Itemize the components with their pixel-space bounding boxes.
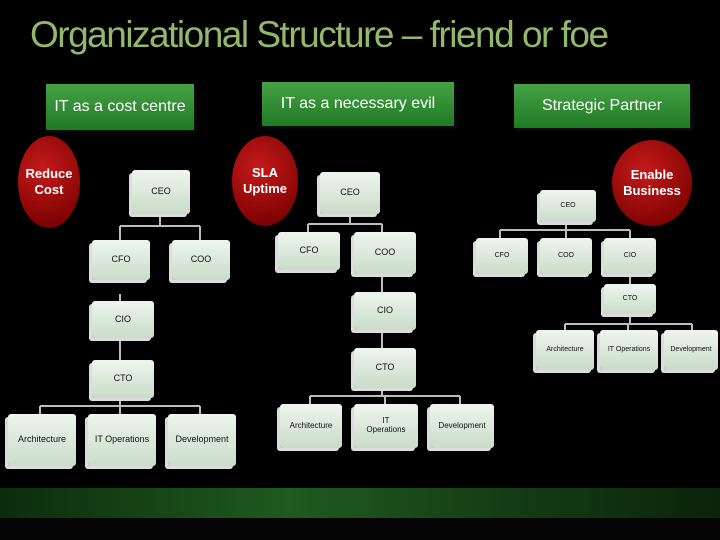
middle-cfo-box: CFO [278,232,340,270]
left-it-operations-box: IT Operations [88,414,156,466]
middle-it-operations-box: IT Operations [354,404,418,448]
middle-coo-box: COO [354,232,416,274]
left-cio-box: CIO [92,301,154,338]
middle-cio-label: CIO [376,305,393,316]
right-ceo-label: CEO [560,202,576,210]
right-architecture-box: Architecture [536,330,594,370]
middle-cfo-label: CFO [299,245,319,256]
left-ceo-box: CEO [132,170,190,214]
left-architecture-label: Architecture [17,434,67,445]
left-coo-box: COO [172,240,230,280]
banner-necessary-evil-label: IT as a necessary evil [280,95,436,113]
middle-architecture-label: Architecture [289,420,333,430]
right-cto-box: CTO [604,284,656,314]
middle-architecture-box: Architecture [280,404,342,448]
middle-it-operations-label: IT Operations [366,416,406,434]
left-cto-label: CTO [113,373,133,384]
left-development-box: Development [168,414,236,466]
right-development-box: Development [664,330,718,370]
left-coo-label: COO [190,254,212,265]
middle-ceo-label: CEO [340,187,360,198]
left-cio-label: CIO [114,313,131,324]
right-cto-label: CTO [622,295,638,303]
middle-development-box: Development [430,404,494,448]
middle-cto-box: CTO [354,348,416,388]
slide-title: Organizational Structure – friend or foe [30,14,609,55]
footer-band [0,488,720,518]
right-cio-box: CIO [604,238,656,274]
right-coo-label: COO [558,252,574,260]
banner-cost-centre: IT as a cost centre [46,84,194,130]
middle-development-label: Development [438,420,486,430]
circle-sla-uptime: SLA Uptime [232,136,298,226]
left-it-operations-label: IT Operations [94,434,150,445]
circle-reduce-cost: Reduce Cost [18,136,80,228]
right-cfo-label: CFO [494,252,510,260]
left-cto-box: CTO [92,360,154,398]
right-it-operations-label: IT Operations [607,346,651,354]
left-ceo-label: CEO [151,186,171,197]
right-cfo-box: CFO [476,238,528,274]
right-ceo-box: CEO [540,190,596,222]
circle-reduce-cost-label: Reduce Cost [25,166,73,197]
circle-sla-uptime-label: SLA Uptime [242,165,288,196]
right-development-label: Development [670,346,712,354]
banner-necessary-evil: IT as a necessary evil [262,82,454,126]
right-architecture-label: Architecture [546,346,584,354]
left-cfo-label: CFO [111,254,131,265]
right-coo-box: COO [540,238,592,274]
banner-cost-centre-label: IT as a cost centre [54,98,186,116]
footer-strip [0,518,720,540]
right-cio-label: CIO [623,252,637,260]
left-cfo-box: CFO [92,240,150,280]
middle-ceo-box: CEO [320,172,380,214]
left-architecture-box: Architecture [8,414,76,466]
middle-coo-label: COO [374,247,396,258]
circle-enable-business-label: Enable Business [623,167,681,198]
banner-strategic-partner-label: Strategic Partner [541,97,663,115]
circle-enable-business: Enable Business [612,140,692,226]
left-development-label: Development [175,434,229,445]
middle-cto-label: CTO [375,362,395,373]
middle-cio-box: CIO [354,292,416,330]
banner-strategic-partner: Strategic Partner [514,84,690,128]
right-it-operations-box: IT Operations [600,330,658,370]
